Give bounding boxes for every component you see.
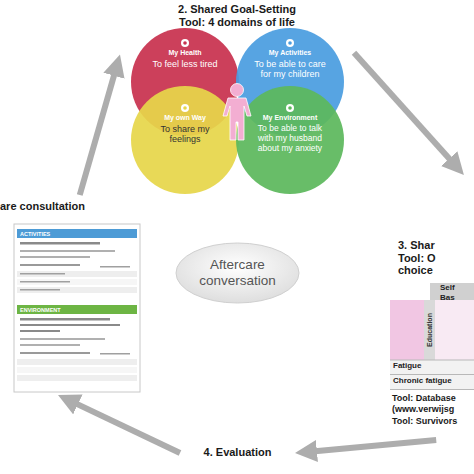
domain-icon-dot (288, 41, 292, 45)
text-line (20, 256, 90, 258)
node-heading: My Environment (250, 114, 330, 122)
text-line (20, 289, 60, 291)
node-text: To share my feelings (147, 124, 223, 145)
text-group: Aftercare conversation (175, 242, 300, 304)
text-line (20, 250, 115, 252)
tool-note: (www.verwijsg (392, 405, 454, 415)
text-line (100, 266, 130, 268)
node-heading: 4. Evaluation (180, 446, 295, 459)
section-heading: ACTIVITIES (20, 231, 50, 237)
text-line (20, 344, 80, 346)
node-heading: Aftercare conversation (187, 257, 288, 288)
text-line (100, 353, 130, 355)
text-group: 2. Shared Goal-SettingTool: 4 domains of… (120, 3, 354, 28)
text-group: 3. SharTool: Ochoice (398, 239, 474, 277)
table-row (390, 375, 474, 389)
domain-icon (181, 104, 189, 112)
domain-icon-dot (288, 106, 292, 110)
text-line (20, 338, 105, 340)
node-heading: 3. Shar (398, 239, 474, 252)
table-row (17, 271, 137, 277)
table-rule (390, 360, 474, 361)
text-group: are consultation (0, 200, 145, 213)
node-heading: are consultation (0, 200, 145, 213)
text-line (20, 264, 80, 266)
table-cell: Fatigue (393, 362, 421, 371)
table-row-group: Education (426, 313, 434, 347)
ellipse-shape (176, 243, 299, 303)
text-group: My Activities To be able to care for my c… (252, 49, 328, 80)
domain-icon (181, 39, 189, 47)
cycle-arrow (307, 440, 436, 452)
text-line (20, 273, 65, 275)
domain-circle: My Environment To be able to talk with my… (236, 86, 344, 194)
table-row (17, 367, 137, 373)
stage-group: 2. Shared Goal-SettingTool: 4 domains of… (120, 0, 354, 195)
tool-note: Tool: Survivors (392, 417, 457, 427)
table-band (390, 300, 424, 360)
person-figure (223, 84, 251, 141)
circle-shape (236, 86, 344, 194)
table-row (17, 359, 137, 365)
stage-group: are consultation (0, 195, 145, 395)
text-line (20, 330, 60, 332)
domain-icon (286, 104, 294, 112)
cycle-arrow (80, 66, 117, 195)
text-line (20, 281, 70, 283)
center-ellipse: Aftercare conversation (175, 242, 300, 304)
tool-note: Tool: Database (392, 394, 456, 404)
text-group: My Environment To be able to talk with my… (250, 114, 330, 153)
option-grid-table (390, 283, 474, 390)
node-text: To feel less tired (147, 59, 223, 69)
node-text: To be able to talk with my husband about… (250, 124, 330, 153)
stage-group: 4. Evaluation (180, 442, 295, 464)
node-text: choice (398, 264, 474, 277)
text-line (20, 324, 120, 326)
circle-shape (131, 86, 239, 194)
section-bar (17, 305, 137, 314)
cycle-arrow (69, 400, 180, 453)
node-heading: 2. Shared Goal-Setting (120, 3, 354, 16)
node-text: Tool: O (398, 252, 474, 265)
table-rule (390, 389, 474, 390)
section-heading: ENVIRONMENT (20, 307, 61, 313)
node-text: To be able to care for my children (252, 59, 328, 80)
table-header: Bas (440, 294, 455, 303)
node-heading: My own Way (147, 114, 223, 122)
person-body (223, 98, 251, 140)
table-row (17, 279, 137, 285)
text-line (20, 352, 90, 354)
table-rule (390, 374, 474, 375)
text-group: 4. Evaluation (180, 446, 295, 459)
domain-icon-dot (183, 41, 187, 45)
table-header: Self (440, 284, 455, 293)
domain-icon-dot (183, 106, 187, 110)
table-row (17, 375, 137, 381)
text-group: My Health To feel less tired (147, 49, 223, 69)
node-heading: My Health (147, 49, 223, 57)
cycle-arrow (354, 53, 456, 166)
screenshot-frame (14, 224, 140, 392)
text-line (20, 242, 100, 245)
node-heading: My Activities (252, 49, 328, 57)
text-group: My own Way To share my feelings (147, 114, 223, 145)
text-line (20, 318, 110, 321)
table-cell: Chronic fatigue (393, 377, 452, 386)
node-text: Tool: 4 domains of life (120, 16, 354, 29)
domain-circle: My own Way To share my feelings (131, 86, 239, 194)
domain-icon (286, 39, 294, 47)
table-row (17, 287, 137, 293)
table-band (435, 300, 474, 360)
questionnaire-screenshot (14, 224, 140, 392)
section-bar (17, 229, 137, 238)
table-band (424, 300, 435, 360)
table-row (390, 360, 474, 374)
person-head (231, 84, 244, 97)
